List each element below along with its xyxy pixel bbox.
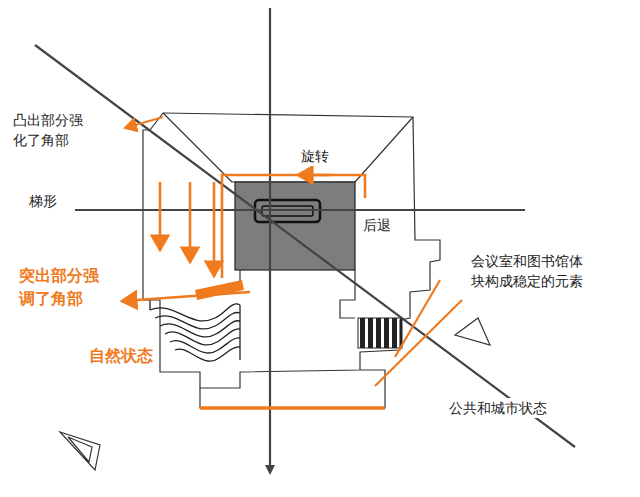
horizontal-axis xyxy=(75,209,525,211)
annotation-label: 公共和城市状态 xyxy=(448,398,548,418)
small-wedge xyxy=(455,318,490,345)
annotation-label: 后退 xyxy=(362,215,392,235)
highlight-note: 自然状态 xyxy=(88,344,154,367)
annotation-label: 凸出部分强化了角部 xyxy=(12,110,84,151)
highlight-bar xyxy=(195,280,244,300)
dark-volume xyxy=(235,182,355,270)
highlight-note: 突出部分强调了角部 xyxy=(18,264,100,310)
small-wedge xyxy=(60,432,100,470)
annotation-label: 梯形 xyxy=(28,191,58,211)
annotation-label: 旋转 xyxy=(300,146,330,166)
annotation-label: 会议室和图书馆体块构成稳定的元素 xyxy=(470,251,584,292)
striped-element xyxy=(358,318,402,348)
diagonal-axis xyxy=(35,45,575,447)
orange-annotations xyxy=(122,117,462,408)
curved-walls xyxy=(150,300,240,361)
vertical-axis xyxy=(269,8,271,470)
